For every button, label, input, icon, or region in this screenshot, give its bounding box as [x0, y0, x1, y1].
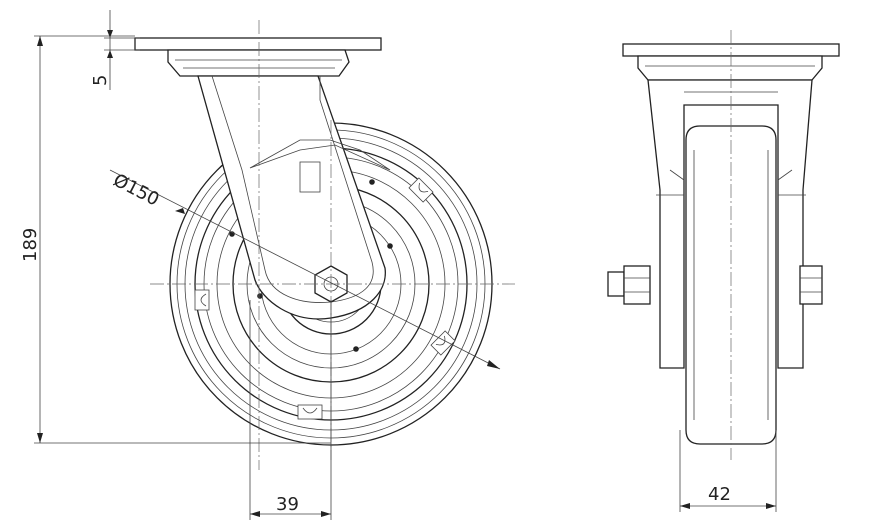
front-view: 42 — [607, 30, 840, 512]
center-lines — [150, 20, 515, 470]
dim-plate-thickness: 5 — [90, 10, 140, 90]
rim-lugs — [194, 177, 456, 420]
front-axle — [607, 265, 823, 305]
front-top-plate — [622, 43, 840, 81]
dim-offset-label: 39 — [276, 494, 299, 515]
dim-overall-height-label: 189 — [20, 228, 41, 262]
dim-overall-height: 189 — [20, 35, 331, 444]
dim-wheel-width-label: 42 — [708, 484, 731, 505]
dim-offset: 39 — [249, 300, 332, 520]
top-plate — [134, 37, 382, 77]
side-view: 5 189 Ø150 39 — [20, 10, 515, 520]
dim-wheel-diameter-label: Ø150 — [110, 170, 163, 211]
dim-plate-thickness-label: 5 — [90, 75, 111, 86]
dim-wheel-width: 42 — [679, 430, 777, 512]
